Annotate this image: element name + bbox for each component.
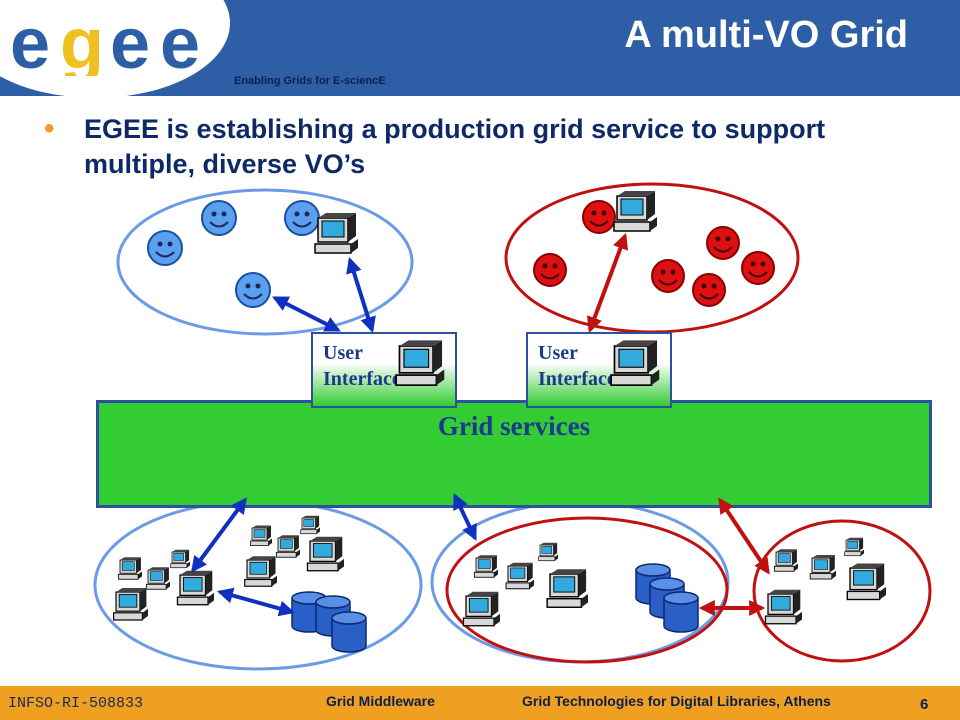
site-oval-red-2 — [752, 519, 932, 663]
bullet-dot-icon: • — [44, 112, 55, 145]
arrow-blue — [346, 256, 376, 334]
arrow-red — [718, 497, 770, 575]
ui-label-line2: Interface — [538, 368, 616, 390]
arrow-blue — [453, 493, 477, 541]
svg-text:g: g — [60, 10, 104, 76]
user-interface-box-2: User Interface — [526, 332, 672, 408]
egee-logo: e g e e — [10, 10, 200, 76]
arrow-blue — [191, 497, 247, 573]
ui-label-line2: Interface — [323, 368, 401, 390]
tagline: Enabling Grids for E-sciencE — [234, 75, 386, 87]
arrow-red — [586, 233, 629, 333]
ui-label: User Interface — [323, 340, 401, 392]
footer-event: Grid Technologies for Digital Libraries,… — [522, 693, 831, 709]
slide-header: e g e e Enabling Grids for E-sciencE A m… — [0, 0, 960, 98]
arrow-blue — [272, 296, 341, 332]
ui-label: User Interface — [538, 340, 616, 392]
svg-text:e: e — [110, 10, 150, 76]
vo-blue-oval — [116, 188, 414, 336]
site-oval-red — [445, 516, 729, 664]
page-number: 6 — [920, 696, 929, 713]
user-interface-box-1: User Interface — [311, 332, 457, 408]
svg-text:e: e — [160, 10, 200, 76]
svg-text:e: e — [10, 10, 50, 76]
slide-footer: INFSO-RI-508833 Grid Middleware Grid Tec… — [0, 686, 960, 720]
bullet-text: EGEE is establishing a production grid s… — [84, 114, 826, 179]
ui-label-line1: User — [323, 342, 363, 364]
grid-services-bar: Grid services — [96, 400, 932, 508]
footer-section: Grid Middleware — [326, 693, 435, 709]
project-id: INFSO-RI-508833 — [8, 695, 144, 712]
grid-services-label: Grid services — [437, 411, 591, 441]
slide-title: A multi-VO Grid — [624, 14, 908, 56]
ui-label-line1: User — [538, 342, 578, 364]
arrow-blue — [216, 587, 296, 617]
